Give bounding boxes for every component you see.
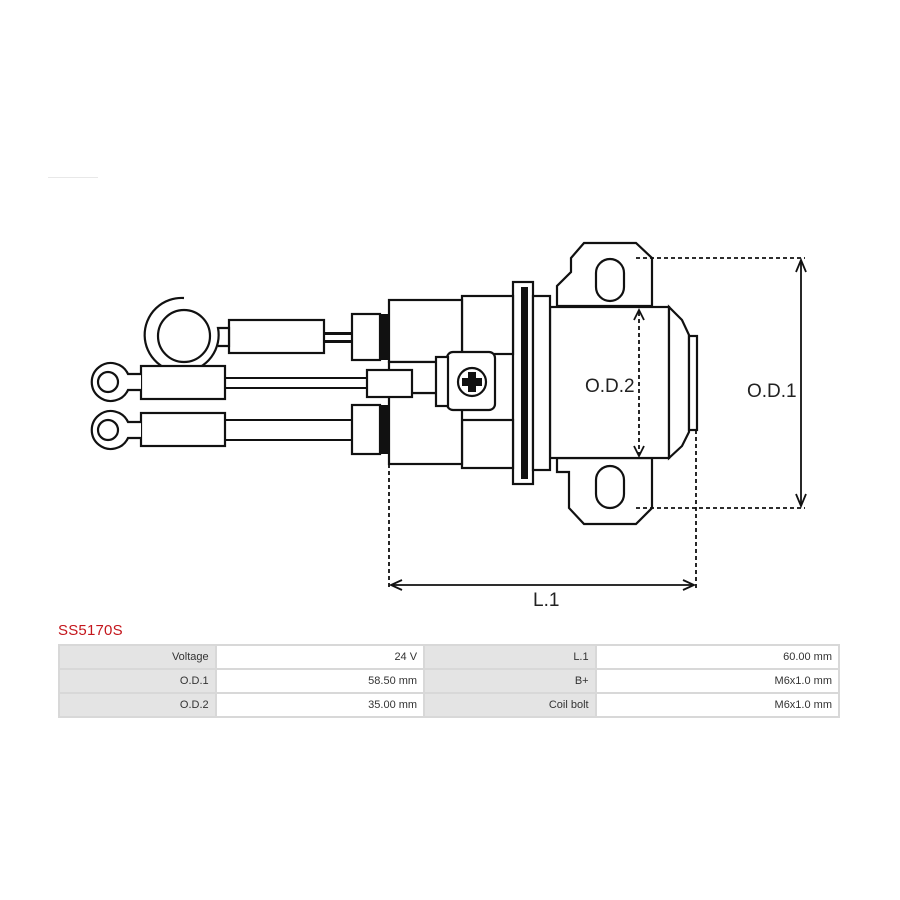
mid-lead-connector: [365, 368, 414, 399]
top-terminal-stub: [350, 312, 382, 362]
seal-ring-inner: [531, 294, 552, 472]
part-number: SS5170S: [58, 622, 123, 639]
spec-table: Voltage 24 V L.1 60.00 mm O.D.1 58.50 mm…: [58, 644, 840, 718]
mid-lead-sleeve: [139, 364, 227, 401]
l1-label: L.1: [533, 590, 559, 611]
od2-arrow-bottom: [633, 445, 645, 459]
solenoid-body: [548, 305, 671, 460]
l1-arrow-right: [682, 579, 697, 591]
end-cap-rim: [687, 334, 699, 432]
top-terminal-wire-b: [323, 340, 352, 343]
top-terminal-wire-a: [323, 332, 352, 335]
od2-label: O.D.2: [585, 376, 635, 397]
bottom-ring-hole: [96, 418, 120, 442]
table-row: O.D.2 35.00 mm Coil bolt M6x1.0 mm: [59, 693, 839, 717]
spec-value: M6x1.0 mm: [595, 669, 839, 693]
spec-key: O.D.2: [59, 693, 216, 717]
spec-value: 35.00 mm: [215, 693, 425, 717]
spec-value: 24 V: [215, 645, 425, 669]
bottom-lead-sleeve: [139, 411, 227, 448]
spec-value: M6x1.0 mm: [595, 693, 839, 717]
spec-key: L.1: [424, 645, 596, 669]
seal-ring-dark: [521, 287, 528, 479]
spec-value: 58.50 mm: [215, 669, 425, 693]
spec-key: B+: [424, 669, 596, 693]
spec-key: O.D.1: [59, 669, 216, 693]
od1-arrow-top: [795, 257, 807, 273]
terminal-housing-lower: [460, 418, 515, 470]
bottom-terminal-band: [380, 405, 389, 454]
top-terminal-band: [380, 314, 389, 360]
od1-arrow-bottom: [795, 493, 807, 509]
bottom-terminal-stub: [350, 403, 382, 456]
decorative-mark: [48, 177, 98, 178]
terminal-housing-upper: [460, 294, 515, 356]
big-lead-sleeve: [227, 318, 326, 355]
table-row: O.D.1 58.50 mm B+ M6x1.0 mm: [59, 669, 839, 693]
spec-value: 60.00 mm: [595, 645, 839, 669]
b-plus-mount: [434, 355, 450, 408]
big-ring-hole: [156, 308, 212, 364]
table-row: Voltage 24 V L.1 60.00 mm: [59, 645, 839, 669]
od2-arrow-top: [633, 307, 645, 321]
l1-arrow-left: [388, 579, 403, 591]
end-cap: [667, 304, 691, 461]
solenoid-drawing: O.D.2 O.D.1 L.1: [90, 241, 807, 611]
od1-label: O.D.1: [747, 381, 797, 402]
screw-icon: [462, 372, 482, 392]
mid-ring-hole: [96, 370, 120, 394]
spec-key: Coil bolt: [424, 693, 596, 717]
mounting-slot-top: [594, 257, 626, 303]
spec-key: Voltage: [59, 645, 216, 669]
mounting-slot-bottom: [594, 464, 626, 510]
